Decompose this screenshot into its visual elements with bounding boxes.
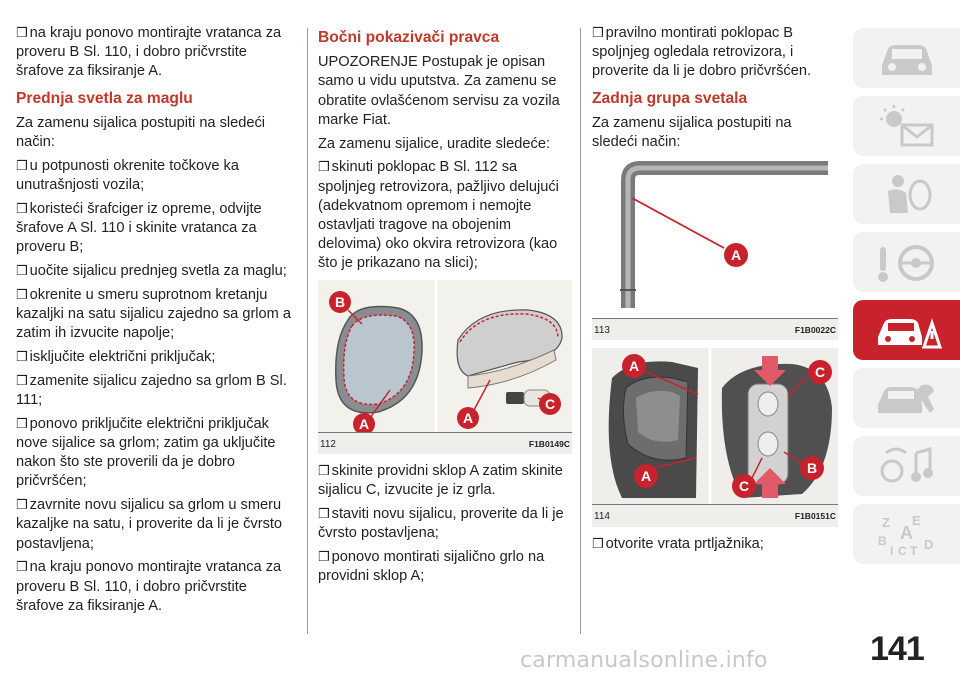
callout-label: B — [807, 460, 817, 476]
paragraph: Za zamenu sijalica postupiti na sledeći … — [16, 114, 266, 151]
step: ❒skinite providni sklop A zatim skinite … — [318, 462, 563, 499]
watermark: carmanualsonline.info — [520, 648, 768, 673]
checkbox-bullet-icon: ❒ — [16, 158, 28, 174]
step: ❒zamenite sijalicu zajedno sa grlom B Sl… — [16, 372, 287, 409]
checkbox-bullet-icon: ❒ — [16, 264, 28, 280]
emergency-car-icon — [877, 318, 942, 349]
checkbox-bullet-icon: ❒ — [16, 416, 28, 432]
checkbox-bullet-icon: ❒ — [16, 287, 28, 303]
callout-label: A — [731, 247, 741, 263]
chapter-tab-dashboard[interactable] — [853, 28, 960, 88]
column-divider — [307, 28, 308, 634]
chapter-tab-emergency[interactable] — [853, 300, 960, 360]
checkbox-bullet-icon: ❒ — [592, 26, 604, 41]
svg-text:D: D — [924, 537, 933, 552]
callout-label: C — [739, 478, 749, 494]
column-divider — [580, 28, 581, 634]
paragraph: Za zamenu sijalica postupiti na sledeći … — [592, 114, 792, 151]
column-1: ❒na kraju ponovo montirajte vratanca za … — [16, 24, 296, 621]
section-heading-side-indicators: Bočni pokazivači pravca — [318, 29, 500, 46]
callout-label: A — [629, 358, 639, 374]
column-2: Bočni pokazivači pravca UPOZORENJE Postu… — [318, 24, 572, 591]
step: ❒na kraju ponovo montirajte vratanca za … — [16, 559, 282, 614]
step: ❒okrenite u smeru suprotnom kretanju kaz… — [16, 286, 291, 342]
step: ❒pravilno montirati poklopac B spoljnjeg… — [592, 25, 812, 80]
svg-text:T: T — [910, 544, 918, 557]
airbag-person-icon — [887, 175, 931, 213]
checkbox-bullet-icon: ❒ — [592, 536, 604, 552]
svg-text:C: C — [898, 544, 907, 557]
callout-label: C — [815, 364, 825, 380]
checkbox-bullet-icon: ❒ — [16, 350, 28, 366]
step: ❒uočite sijalicu prednjeg svetla za magl… — [16, 263, 287, 280]
media-music-icon — [880, 447, 933, 483]
checkbox-bullet-icon: ❒ — [16, 26, 28, 41]
callout-label: B — [335, 294, 345, 310]
figure-code: F1B0149C — [528, 438, 570, 449]
page-number: 141 — [870, 630, 925, 668]
svg-text:E: E — [912, 513, 921, 528]
step: ❒zavrnite novu sijalicu sa grlom u smeru… — [16, 497, 283, 552]
paragraph: ❒na kraju ponovo montirajte vratanca za … — [16, 25, 282, 80]
svg-text:A: A — [900, 523, 913, 543]
section-heading-fog-lights: Prednja svetla za maglu — [16, 89, 193, 107]
figure-number: 114 — [594, 511, 610, 523]
step: ❒u potpunosti okrenite točkove ka unutra… — [16, 157, 239, 194]
section-heading-rear-lights: Zadnja grupa svetala — [592, 89, 748, 107]
svg-text:I: I — [890, 544, 893, 557]
figure-caption: 112 F1B0149C — [318, 431, 572, 454]
checkbox-bullet-icon: ❒ — [16, 373, 28, 389]
chapter-tab-maintenance[interactable] — [853, 368, 960, 428]
figure-number: 113 — [594, 325, 610, 337]
warning-text: UPOZORENJE Postupak je opisan samo u vid… — [318, 54, 560, 128]
mirror-illustration: B A A C — [318, 279, 572, 432]
figure-number: 112 — [320, 438, 336, 450]
step: ❒skinuti poklopac B Sl. 112 sa spoljnjeg… — [318, 159, 559, 272]
figure-code: F1B0022C — [794, 325, 836, 336]
svg-text:Z: Z — [882, 515, 890, 530]
step: ❒isključite električni priključak; — [16, 349, 216, 366]
figure-caption: 114 F1B0151C — [592, 504, 838, 526]
column-3: ❒pravilno montirati poklopac B spoljnjeg… — [592, 24, 838, 558]
callout-label: C — [545, 396, 555, 412]
figure-113: A 113 F1B0022C — [592, 158, 838, 341]
warning-light-icon — [879, 105, 933, 147]
callout-label: A — [463, 410, 473, 426]
step: ❒otvorite vrata prtljažnika; — [592, 535, 764, 552]
wrench-car-icon — [877, 384, 934, 413]
paragraph: Za zamenu sijalice, uradite sledeće: — [318, 135, 550, 152]
chapter-tab-safety[interactable] — [853, 164, 960, 224]
step: ❒staviti novu sijalicu, proverite da li … — [318, 505, 564, 542]
figure-code: F1B0151C — [794, 511, 836, 522]
checkbox-bullet-icon: ❒ — [318, 463, 330, 479]
chapter-tab-warnings[interactable] — [853, 96, 960, 156]
chapter-tab-multimedia[interactable] — [853, 436, 960, 496]
callout-label: A — [359, 416, 369, 432]
svg-text:B: B — [878, 534, 887, 548]
checkbox-bullet-icon: ❒ — [16, 560, 28, 576]
callout-label: A — [641, 468, 651, 484]
checkbox-bullet-icon: ❒ — [16, 201, 28, 217]
checkbox-bullet-icon: ❒ — [318, 506, 330, 522]
figure-caption: 113 F1B0022C — [592, 318, 838, 340]
figure-112: B A A C 112 F1B0149C — [318, 279, 572, 454]
figure-114: A C A C B 114 F1B0151C — [592, 348, 838, 527]
allen-key-illustration: A — [592, 158, 838, 319]
step: ❒ponovo montirati sijalično grlo na prov… — [318, 548, 545, 585]
step: ❒koristeći šrafciger iz opreme, odvijte … — [16, 200, 262, 256]
steering-wheel-icon — [877, 245, 934, 282]
step: ❒ponovo priključite električni priključa… — [16, 415, 276, 490]
checkbox-bullet-icon: ❒ — [318, 549, 330, 565]
checkbox-bullet-icon: ❒ — [16, 498, 28, 514]
car-front-icon — [881, 45, 932, 75]
checkbox-bullet-icon: ❒ — [318, 160, 330, 176]
chapter-tab-driving[interactable] — [853, 232, 960, 292]
rear-light-illustration: A C A C B — [592, 348, 838, 505]
